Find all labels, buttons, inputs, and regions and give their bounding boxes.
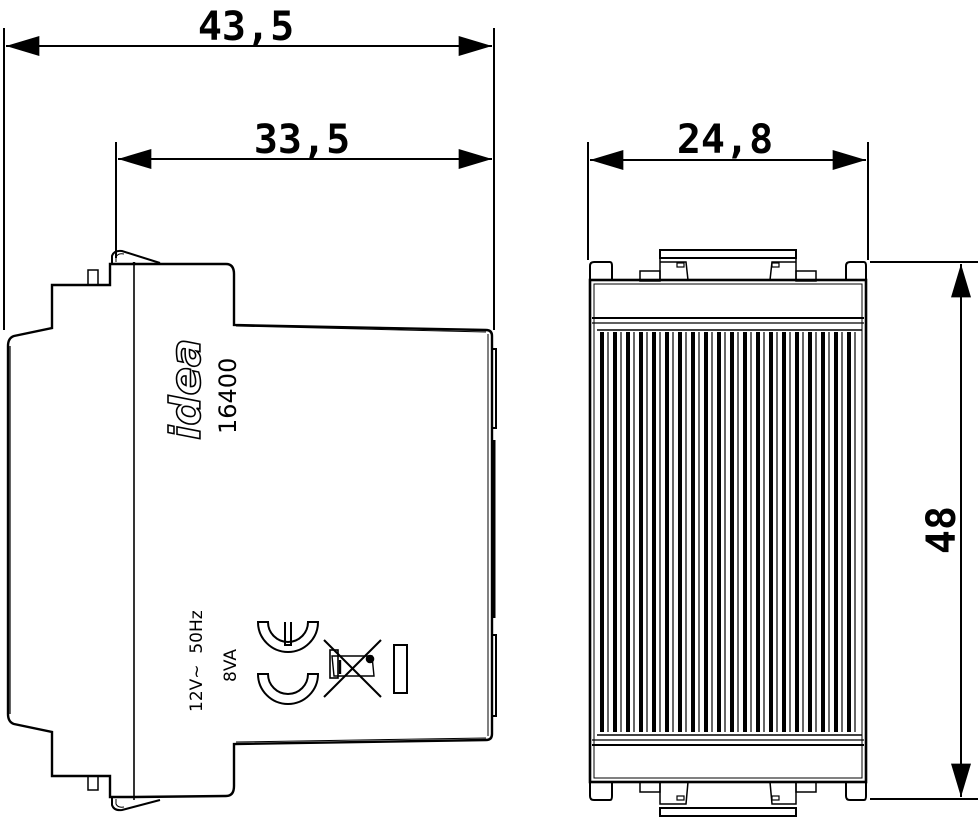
model-number: 16400 — [214, 358, 242, 434]
dimension-label-43-5: 43,5 — [198, 4, 294, 50]
dimension-width: 24,8 — [587, 117, 869, 260]
rating-power: 8VA — [221, 649, 241, 682]
dimension-body-depth: 33,5 — [115, 117, 492, 258]
brand-logo: idea — [160, 338, 211, 441]
rating-voltage-frequency: 12V~ 50Hz — [187, 610, 207, 712]
side-view — [6, 249, 497, 812]
brand-name: idea — [161, 339, 210, 440]
double-insulation-icon — [393, 644, 408, 694]
front-view-fins — [597, 329, 862, 736]
dimension-label-24-8: 24,8 — [677, 117, 773, 163]
weee-crossed-bin-icon — [323, 639, 382, 698]
dimension-label-48: 48 — [919, 506, 965, 554]
dimension-label-33-5: 33,5 — [254, 117, 350, 163]
ce-mark-icon — [256, 621, 320, 705]
dimension-height: 48 — [870, 261, 978, 800]
front-view — [588, 249, 868, 817]
dimension-overall-depth: 43,5 — [3, 4, 495, 330]
